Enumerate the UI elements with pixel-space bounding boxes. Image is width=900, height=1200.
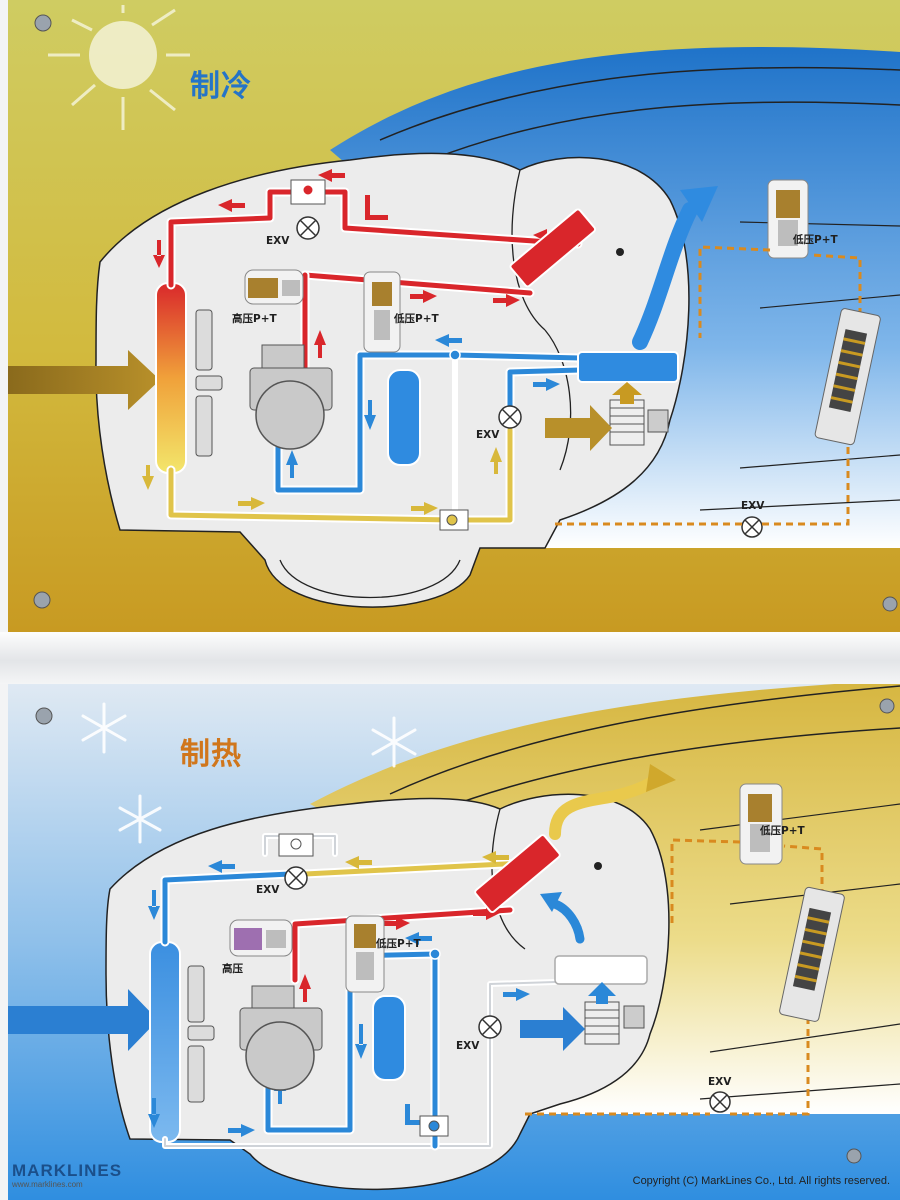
cooling-diagram [8,0,900,632]
exv-label: EXV [266,235,290,247]
interior-condenser [474,834,561,913]
exv-label: EXV [708,1076,732,1088]
exv-label: EXV [476,429,500,441]
engine-compartment [105,793,670,1191]
cabin-airflow-arrow [646,764,676,792]
cold-flow-arrows [286,334,560,478]
accumulator-icon [387,369,421,466]
sensor-label: 低压P+T [376,938,421,950]
pressure-temperature-sensor-icon [739,783,783,865]
coolant-loop [525,838,824,1116]
battery-pack-icon [779,886,845,1022]
panel-divider [0,632,900,684]
brand-name: MARKLINES [12,1161,123,1180]
sensor-label: 低压P+T [793,234,838,246]
warm-flow-arrows [142,447,502,515]
mounting-screws [35,698,895,1164]
warm-flow-arrows [345,851,509,869]
compressor-icon [239,985,323,1091]
sensor-label: 高压 [222,963,243,975]
expansion-valve-icon [498,405,522,429]
expansion-valve-icon [741,516,763,538]
ambient-air-arrow [8,989,158,1051]
snowflake-icon [118,794,162,844]
copyright-notice: Copyright (C) MarkLines Co., Ltd. All ri… [632,1175,890,1187]
sensor-label: 高压P+T [232,313,277,325]
snowflake-icon [81,702,127,754]
expansion-valve-icon [278,833,314,890]
coolant-loop [555,245,862,526]
cabin-airflow-arrow [680,186,718,222]
ambient-air-arrow [8,350,160,410]
mounting-screws [33,14,898,612]
pressure-temperature-sensor-icon [363,271,401,353]
blower-icon [520,982,645,1051]
brand-logo: MARKLINES www.marklines.com [12,1162,122,1189]
pressure-temperature-sensor-icon [244,269,304,305]
pressure-temperature-sensor-icon [229,919,293,957]
condenser [155,282,187,474]
fan-icon [195,309,223,457]
fan-icon [187,965,215,1103]
expansion-valve-icon [709,1091,731,1113]
exv-label: EXV [256,884,280,896]
accumulator-icon [372,995,406,1081]
expansion-valve-icon [290,179,326,240]
pressure-temperature-sensor-icon [345,915,385,993]
battery-pack-icon [814,308,881,446]
cold-flow-arrows [148,860,530,1137]
cooling-mode-panel: 制冷 EXV EXV EXV 高压P+T 低压P+T 低压P+T [8,0,900,632]
evaporator [577,351,679,383]
interior-condenser [509,208,597,288]
sensor-label: 低压P+T [394,313,439,325]
brand-url: www.marklines.com [12,1180,83,1189]
mode-title: 制冷 [190,69,252,104]
compressor-icon [249,344,333,450]
pressure-temperature-sensor-icon [767,179,809,259]
blower-icon [545,382,669,451]
evaporator [554,955,648,985]
heating-mode-panel: 制热 EXV EXV EXV 高压 低压P+T 低压P+T [0,684,900,1200]
exv-label: EXV [456,1040,480,1052]
sun-icon [48,5,190,130]
exv-label: EXV [741,500,765,512]
mode-title: 制热 [180,737,242,772]
heating-diagram [0,684,900,1200]
snowflake-icon [371,716,417,768]
expansion-valve-icon [478,1015,502,1039]
sensor-label: 低压P+T [760,825,805,837]
